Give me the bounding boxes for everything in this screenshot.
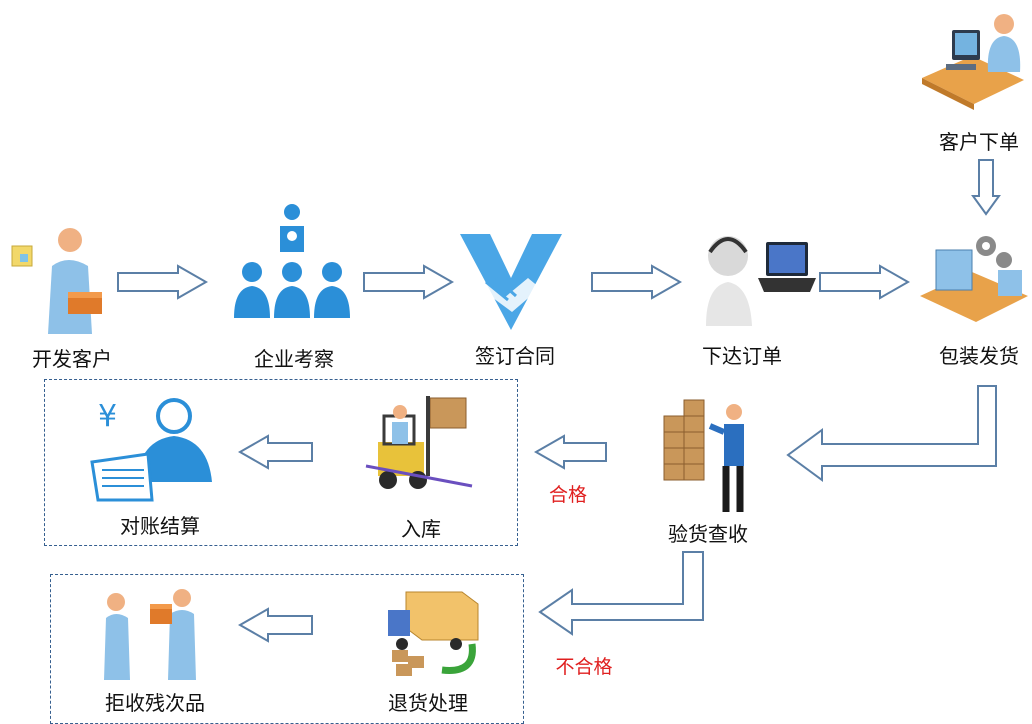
forklift-icon xyxy=(365,396,473,489)
arrow-inspect-to-warehouse xyxy=(533,434,607,470)
inspector-boxes-icon xyxy=(663,399,744,512)
conveyor-machine-icon xyxy=(920,236,1028,322)
label-place-order: 下达订单 xyxy=(702,344,782,368)
arrow-order-down xyxy=(971,159,1001,216)
label-return-process: 退货处理 xyxy=(388,691,468,715)
status-unqualified: 不合格 xyxy=(555,656,613,678)
label-develop-customer: 开发客户 xyxy=(32,347,112,371)
label-warehousing: 入库 xyxy=(401,517,441,541)
label-customer-order: 客户下单 xyxy=(939,130,1019,154)
team-icon xyxy=(234,204,350,318)
arrow-warehouse-to-settle xyxy=(237,434,313,470)
arrow-sign-to-order xyxy=(591,264,683,300)
arrow-inspect-to-sign xyxy=(363,264,455,300)
headset-laptop-icon xyxy=(706,236,816,326)
return-truck-icon xyxy=(388,591,479,676)
reject-exchange-icon xyxy=(104,589,196,680)
status-qualified: 合格 xyxy=(548,484,588,506)
label-inspect-receive: 验货查收 xyxy=(668,522,748,546)
label-sign-contract: 签订合同 xyxy=(475,344,555,368)
arrow-order-to-ship xyxy=(819,264,911,300)
handshake-icon xyxy=(460,234,562,330)
person-box-icon xyxy=(11,228,102,334)
svg-text:¥: ¥ xyxy=(98,399,117,434)
label-reconcile-settle: 对账结算 xyxy=(120,514,200,538)
arrow-develop-to-inspect xyxy=(117,264,209,300)
arrow-return-to-reject xyxy=(237,607,313,643)
cashier-yen-icon: ¥ xyxy=(90,398,212,502)
group-box-qualified xyxy=(44,379,518,546)
person-computer-icon xyxy=(922,14,1024,110)
label-reject-defective: 拒收残次品 xyxy=(105,691,205,715)
label-enterprise-inspection: 企业考察 xyxy=(254,347,334,371)
arrow-inspect-to-return xyxy=(538,551,704,636)
arrow-ship-to-inspect xyxy=(786,385,997,482)
label-pack-ship: 包装发货 xyxy=(939,344,1019,368)
